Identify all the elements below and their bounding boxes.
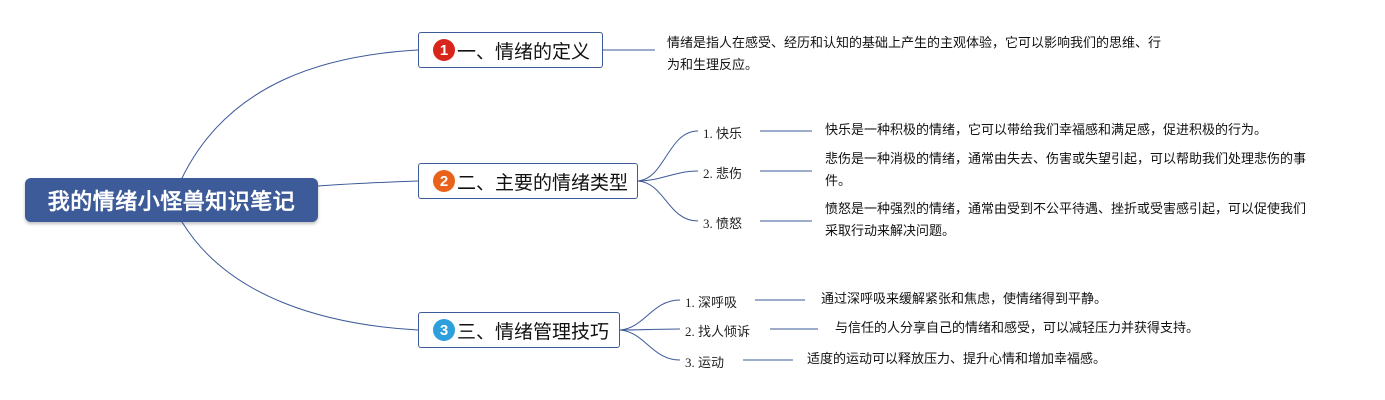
root-topic[interactable]: 我的情绪小怪兽知识笔记 [25,178,318,222]
subtopic-happy[interactable]: 1. 快乐 [703,126,743,141]
subtopic-angry[interactable]: 3. 愤怒 [703,216,743,231]
connector-topic-2-sub-2 [637,170,699,182]
connector-root-topic-2 [317,180,419,187]
note-definition: 情绪是指人在感受、经历和认知的基础上产生的主观体验，它可以影响我们的思维、行为和… [667,36,1162,73]
connector-topic-2-sub-1 [637,130,699,182]
number-2-icon: 2 [433,170,455,192]
subtopic-talk[interactable]: 2. 找人倾诉 [685,324,751,339]
topic-definition[interactable]: 1 一、情绪的定义 [418,32,603,68]
topic-label: 二、主要的情绪类型 [457,171,629,194]
connector-root-topic-3 [181,221,419,331]
note-deep-breath: 通过深呼吸来缓解紧张和焦虑，使情绪得到平静。 [821,292,1108,307]
root-title: 我的情绪小怪兽知识笔记 [47,190,296,215]
connector-root-topic-1 [181,49,419,179]
note-exercise: 适度的运动可以释放压力、提升心情和增加幸福感。 [807,352,1107,367]
subtopic-exercise[interactable]: 3. 运动 [685,355,725,370]
number-1-icon: 1 [433,39,455,61]
topic-label: 一、情绪的定义 [457,40,591,63]
topic-label: 三、情绪管理技巧 [457,320,610,343]
topic-management-skills[interactable]: 3 三、情绪管理技巧 [418,312,620,348]
note-talk: 与信任的人分享自己的情绪和感受，可以减轻压力并获得支持。 [835,321,1200,336]
connector-topic-2-sub-3 [637,180,699,222]
connector-topic-3-sub-3 [619,329,681,361]
note-angry: 愤怒是一种强烈的情绪，通常由受到不公平待遇、挫折或受害感引起，可以促使我们采取行… [825,202,1307,239]
note-happy: 快乐是一种积极的情绪，它可以带给我们幸福感和满足感，促进积极的行为。 [825,123,1268,138]
subtopic-sad[interactable]: 2. 悲伤 [703,166,743,181]
connector-topic-3-sub-1 [619,299,681,331]
subtopic-deep-breath[interactable]: 1. 深呼吸 [685,295,738,310]
number-3-icon: 3 [433,319,455,341]
note-sad: 悲伤是一种消极的情绪，通常由失去、伤害或失望引起，可以帮助我们处理悲伤的事件。 [825,152,1307,189]
connector-topic-3-sub-2 [619,328,681,331]
topic-emotion-types[interactable]: 2 二、主要的情绪类型 [418,163,638,199]
